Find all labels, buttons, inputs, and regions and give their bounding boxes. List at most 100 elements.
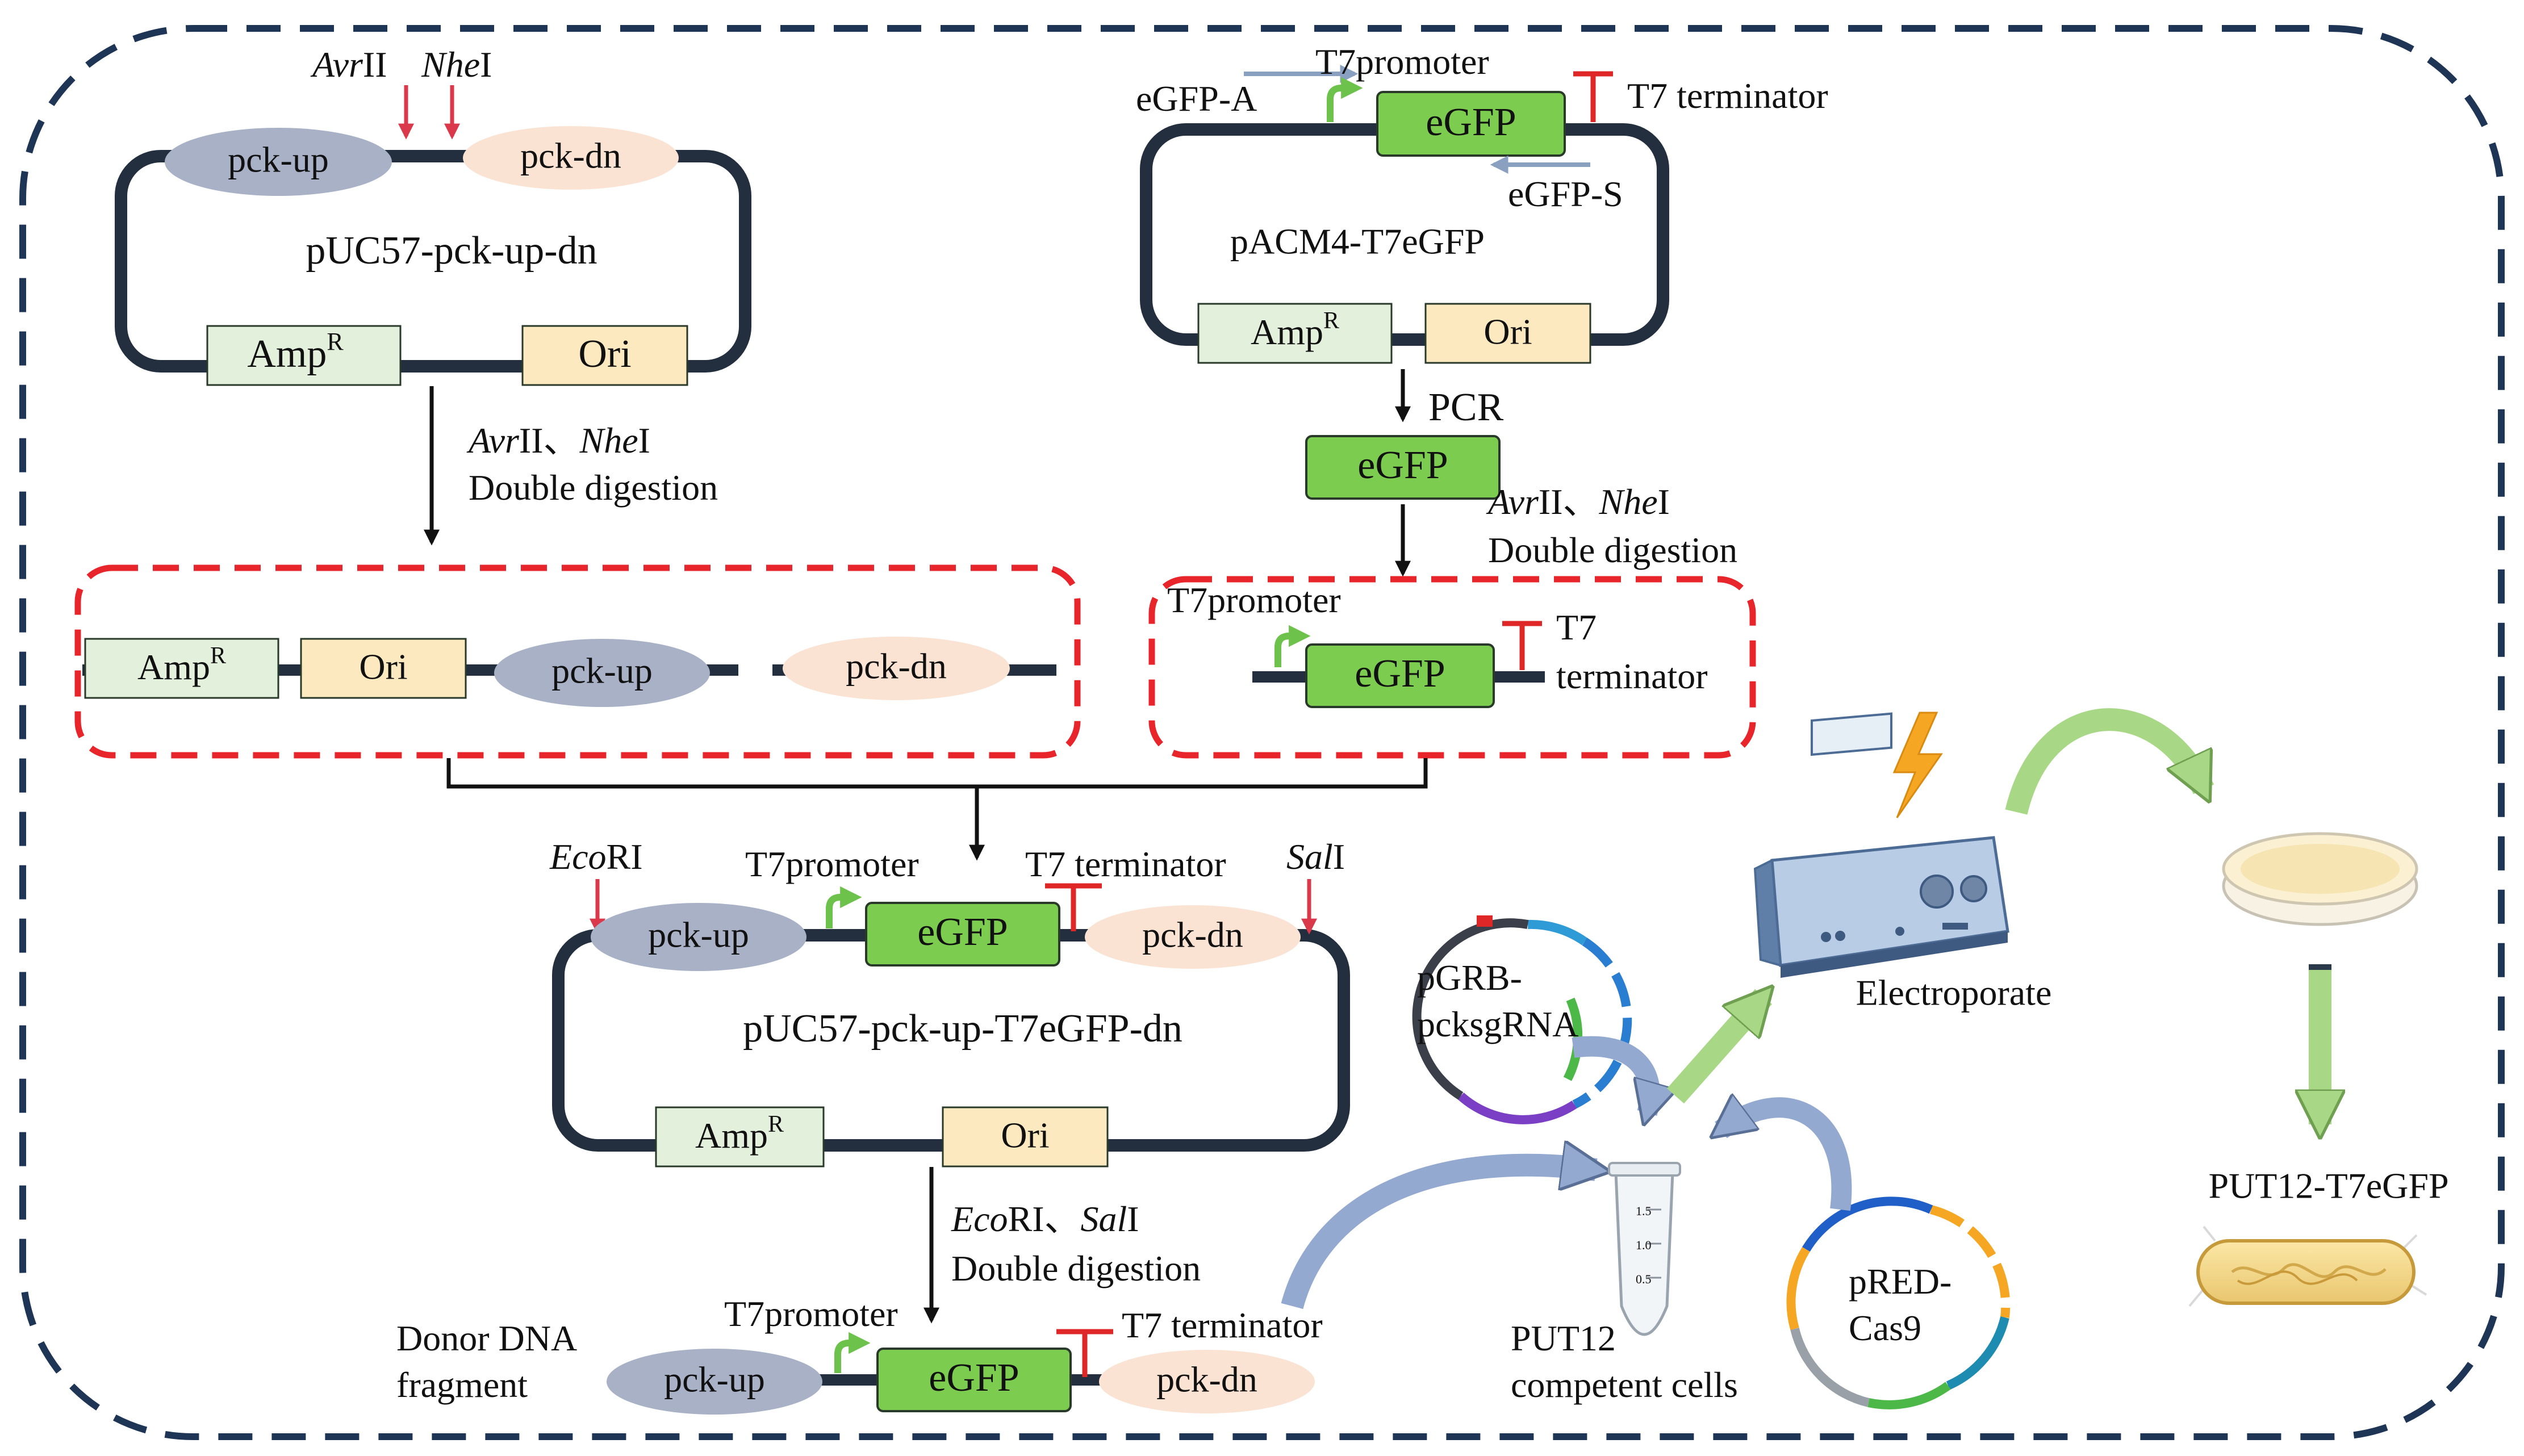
outer-frame (19, 25, 2505, 1440)
plasmid-name: pUC57-pck-up-dn (306, 229, 597, 273)
electroporator-icon (1753, 712, 2009, 978)
gene-ampr (84, 638, 279, 699)
primer-label: eGFP-S (1508, 174, 1623, 214)
gene-label: pck-up (664, 1359, 765, 1400)
donor-label: Donor DNA (396, 1318, 577, 1358)
gene-label: eGFP (929, 1356, 1019, 1400)
gene-label: pck-up (551, 651, 653, 691)
promoter-arrow (1327, 77, 1363, 122)
digest-method: Double digestion (951, 1248, 1201, 1288)
terminator-label: T7 (1556, 607, 1597, 647)
gene-label: Ori (1001, 1115, 1049, 1156)
bacterium-icon (2188, 1225, 2427, 1307)
gene-label: pck-up (228, 140, 329, 180)
tube-icon: 1.5 1.0 0.5 (1608, 1162, 1681, 1336)
curved-arrow (1281, 1165, 1596, 1309)
gene-ampr (206, 325, 402, 386)
terminator-symbol (1502, 621, 1542, 670)
pcr-label: PCR (1428, 386, 1504, 429)
terminator-label: terminator (1556, 656, 1708, 696)
gene-label: Ori (578, 332, 631, 376)
plasmid-name: pGRB- (1417, 957, 1522, 998)
gene-label: pck-dn (1142, 915, 1243, 955)
terminator-label: T7 terminator (1627, 76, 1828, 116)
site-label-nhei: NheI (421, 44, 492, 85)
gene-ori (521, 325, 688, 386)
donor-dna-fragment: Donor DNA fragment T7promoter T7 termina… (396, 1294, 1323, 1415)
pcr-product-egfp (1305, 435, 1501, 500)
plasmid-name: pUC57-pck-up-T7eGFP-dn (743, 1007, 1182, 1051)
promoter-label: T7promoter (1167, 580, 1341, 620)
flow-arrow-green (1667, 997, 1764, 1104)
promoter-arrow (834, 1332, 871, 1373)
electroporate-label: Electroporate (1856, 973, 2052, 1013)
plasmid-name: Cas9 (1849, 1308, 1921, 1348)
site-label-ecori: EcoRI (549, 836, 643, 877)
gene-pck-up (494, 639, 710, 707)
digest-enzymes: AvrII、NheI (466, 420, 650, 461)
digested-vector-fragment: AmpR Ori pck-up pck-dn (74, 564, 1081, 759)
gene-egfp (1376, 91, 1566, 157)
gene-ori (942, 1106, 1109, 1168)
gene-label: pck-dn (1156, 1359, 1257, 1400)
gene-pck-dn (783, 637, 1010, 700)
gene-label: Ori (359, 647, 407, 687)
plasmid-name: pRED- (1849, 1261, 1951, 1302)
gene-label: eGFP (1357, 444, 1448, 487)
promoter-label: T7promoter (745, 844, 919, 884)
gene-ampr (655, 1106, 825, 1168)
gene-pck-dn (1099, 1350, 1315, 1413)
promoter-arrow (1274, 625, 1311, 667)
gene-egfp (865, 902, 1060, 967)
gene-pck-up (165, 128, 392, 196)
digest-enzymes: AvrII、NheI (1486, 482, 1670, 522)
plasmid-name: pcksgRNA (1417, 1004, 1578, 1044)
gene-label: pck-up (648, 915, 749, 955)
plasmid-pred-cas9: pRED- Cas9 (1786, 1196, 2011, 1409)
ligation-bracket (446, 758, 1428, 789)
site-label-sali: SalI (1286, 836, 1345, 877)
plasmid-name: pACM4-T7eGFP (1230, 221, 1485, 262)
tube-mark: 1.0 (1636, 1238, 1652, 1252)
gene-label: eGFP (1355, 652, 1445, 696)
gene-label: eGFP (1426, 101, 1516, 144)
gene-label: pck-dn (846, 646, 947, 687)
tube-mark: 1.5 (1636, 1204, 1652, 1218)
gene-egfp (876, 1348, 1072, 1412)
digest-enzymes: EcoRI、SalI (951, 1199, 1139, 1239)
promoter-label: T7promoter (1315, 41, 1489, 82)
gene-pck-up (591, 903, 806, 971)
primer-label: eGFP-A (1136, 78, 1257, 119)
cells-label: PUT12 (1511, 1318, 1616, 1358)
donor-label: fragment (396, 1365, 528, 1405)
cells-label: competent cells (1511, 1365, 1738, 1405)
result-label: PUT12-T7eGFP (2208, 1166, 2448, 1206)
gene-label: eGFP (917, 910, 1008, 954)
plasmid-pgrb-pcksgrna: pGRB- pcksgRNA (1412, 915, 1632, 1124)
digest-method: Double digestion (469, 467, 718, 508)
petri-dish-icon (2222, 832, 2418, 926)
curved-arrow (1721, 1107, 1852, 1211)
gene-pck-up (607, 1349, 822, 1415)
terminator-label: T7 terminator (1122, 1305, 1323, 1345)
gene-label: AmpR (695, 1111, 784, 1156)
gene-ori (300, 638, 467, 699)
digest-method: Double digestion (1488, 530, 1737, 570)
terminator-symbol (1573, 71, 1613, 122)
gene-pck-dn (463, 126, 679, 190)
tube-mark: 0.5 (1636, 1272, 1652, 1286)
gene-label: AmpR (247, 328, 344, 376)
gene-label: Ori (1484, 312, 1532, 352)
gene-ori (1424, 303, 1591, 364)
gene-pck-dn (1085, 905, 1301, 969)
gene-label: pck-dn (520, 136, 621, 176)
gene-ampr (1197, 303, 1393, 364)
curved-arrow-green (2005, 708, 2214, 815)
site-label-avrii: AvrII (310, 44, 387, 85)
digested-insert-fragment: T7promoter eGFP T7 terminator (1148, 576, 1756, 759)
gene-label: AmpR (137, 643, 226, 687)
terminator-label: T7 terminator (1025, 844, 1226, 884)
terminator-symbol (1045, 883, 1102, 931)
plasmid-pacm4-t7egfp: T7promoter eGFP-A eGFP T7 terminator eGF… (1136, 41, 1828, 364)
